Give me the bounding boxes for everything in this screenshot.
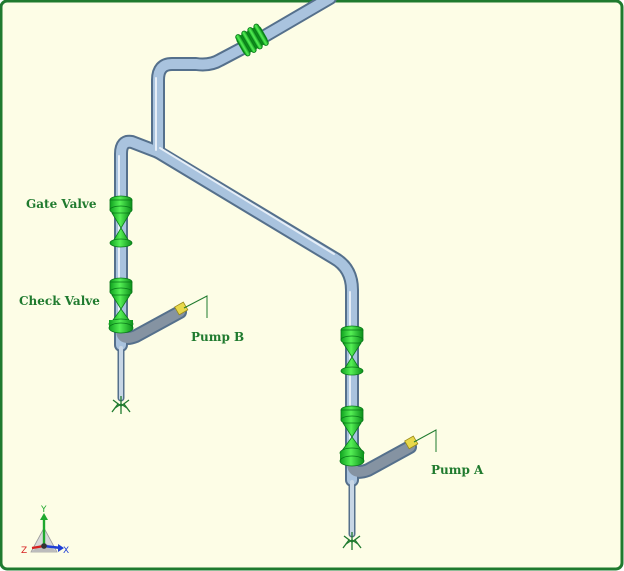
orientation-triad[interactable]: Y X Z <box>21 505 69 556</box>
pump-a-nozzle[interactable] <box>404 429 437 452</box>
pump-b-label: Pump B <box>191 330 244 344</box>
triad-y-label: Y <box>40 505 47 515</box>
gate-valve-a[interactable] <box>340 325 364 376</box>
gate-valve-label: Gate Valve <box>26 197 97 211</box>
triad-z-label: Z <box>21 546 27 556</box>
check-valve-a[interactable] <box>339 405 365 467</box>
triad-x-label: X <box>63 546 69 556</box>
pump-b-nozzle[interactable] <box>174 295 208 318</box>
check-valve-b[interactable] <box>108 277 134 334</box>
support-anchor-b <box>111 396 131 414</box>
pump-a-label: Pump A <box>431 463 484 477</box>
check-valve-label: Check Valve <box>19 294 100 308</box>
gate-valve-b[interactable] <box>109 195 133 248</box>
support-anchor-a <box>342 532 362 550</box>
bellows-joint <box>235 23 269 57</box>
